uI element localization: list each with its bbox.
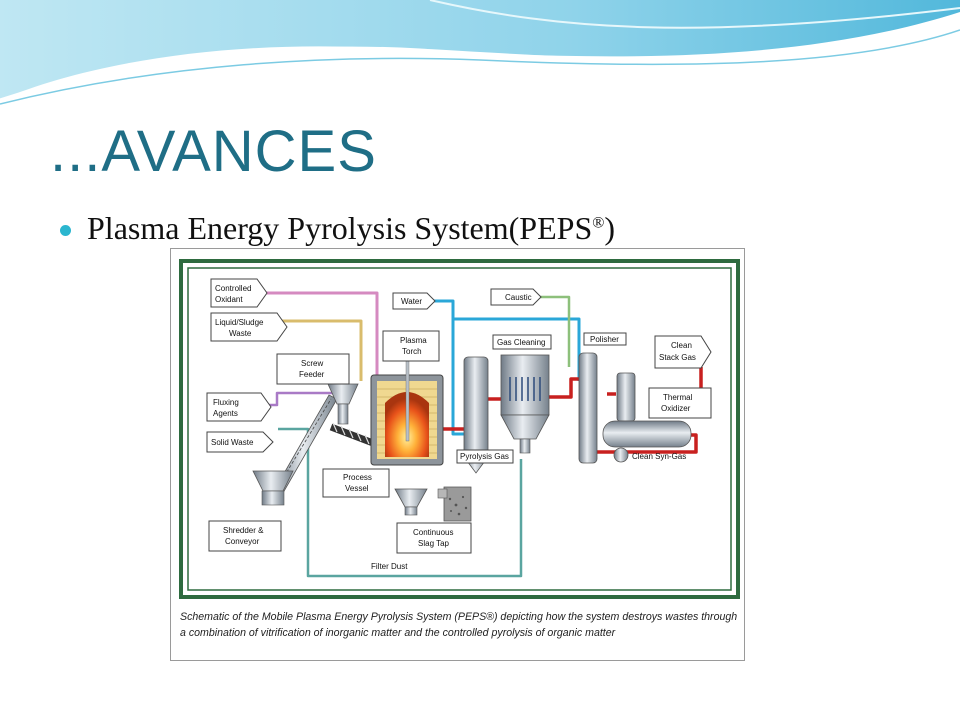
svg-text:Feeder: Feeder [299, 370, 325, 379]
pipe-syngas-3 [549, 377, 581, 399]
svg-text:Shredder &: Shredder & [223, 526, 264, 535]
thermal-oxidizer-stack [616, 372, 636, 422]
label-polisher: Polisher [583, 332, 627, 346]
label-thermal-oxidizer: Thermal Oxidizer [648, 387, 712, 419]
svg-text:Screw: Screw [301, 359, 323, 368]
shredder-hopper [252, 470, 294, 492]
svg-text:Oxidant: Oxidant [215, 295, 243, 304]
bullet-text: Plasma Energy Pyrolysis System(PEPS®) [87, 210, 615, 247]
label-liquid-sludge-waste: Liquid/Sludge Waste [210, 312, 288, 342]
svg-text:Fluxing: Fluxing [213, 398, 239, 407]
svg-text:Stack Gas: Stack Gas [659, 353, 696, 362]
label-controlled-oxidant: Controlled Oxidant [210, 278, 268, 308]
bullet-close-text: ) [604, 210, 616, 246]
pipe-fluxing [269, 391, 334, 407]
svg-text:Slag Tap: Slag Tap [418, 539, 450, 548]
svg-text:Process: Process [343, 473, 372, 482]
svg-text:Agents: Agents [213, 409, 238, 418]
gas-cleaning-filters [509, 377, 541, 401]
label-gas-cleaning: Gas Cleaning [492, 334, 552, 350]
plasma-torch-rod [405, 352, 410, 442]
label-clean-syngas: Clean Syn-Gas [632, 452, 686, 461]
label-solid-waste: Solid Waste [206, 431, 274, 453]
registered-mark: ® [592, 214, 605, 232]
svg-text:Waste: Waste [229, 329, 252, 338]
label-screw-feeder: Screw Feeder [276, 353, 350, 385]
peps-schematic-diagram: Controlled Oxidant Liquid/Sludge Waste S… [179, 259, 740, 599]
bullet-item: Plasma Energy Pyrolysis System(PEPS®) [60, 210, 615, 247]
compressor [613, 447, 629, 463]
pipe-caustic [539, 295, 571, 367]
slide-title: ...AVANCES [50, 119, 377, 184]
label-caustic: Caustic [490, 288, 542, 306]
svg-text:Controlled: Controlled [215, 284, 251, 293]
frame-outer [179, 259, 740, 599]
svg-text:Oxidizer: Oxidizer [661, 404, 691, 413]
label-pyrolysis-gas: Pyrolysis Gas [456, 449, 514, 464]
pipe-water [433, 299, 464, 436]
svg-text:Liquid/Sludge: Liquid/Sludge [215, 318, 264, 327]
pipe-syngas-4 [597, 433, 698, 454]
svg-text:Solid Waste: Solid Waste [211, 438, 254, 447]
svg-text:Caustic: Caustic [505, 293, 532, 302]
label-continuous-slag-tap: Continuous Slag Tap [396, 522, 472, 554]
label-process-vessel: Process Vessel [322, 468, 390, 498]
gas-cleaning-unit [500, 354, 550, 416]
pipe-filter-dust [278, 427, 523, 578]
syngas-tank [602, 420, 692, 448]
label-plasma-torch: Plasma Torch [382, 330, 440, 362]
svg-text:Clean: Clean [671, 341, 692, 350]
screw-feeder-shaft [337, 403, 349, 425]
slag-granules [448, 495, 468, 516]
figure-caption: Schematic of the Mobile Plasma Energy Py… [180, 611, 738, 639]
svg-text:Vessel: Vessel [345, 484, 369, 493]
polisher-column [578, 352, 598, 464]
svg-text:Conveyor: Conveyor [225, 537, 260, 546]
svg-text:Polisher: Polisher [590, 335, 619, 344]
label-clean-stack-gas: Clean Stack Gas [654, 335, 712, 369]
svg-text:Plasma: Plasma [400, 336, 427, 345]
bullet-dot-icon [60, 225, 71, 236]
top-wave-decoration [0, 0, 960, 105]
bullet-main-text: Plasma Energy Pyrolysis System(PEPS [87, 210, 593, 246]
slag-bin [443, 486, 472, 522]
pyrolysis-column [463, 356, 489, 458]
svg-text:Torch: Torch [402, 347, 422, 356]
label-shredder-conveyor: Shredder & Conveyor [208, 520, 282, 552]
svg-text:Thermal: Thermal [663, 393, 693, 402]
svg-text:Continuous: Continuous [413, 528, 453, 537]
svg-text:Gas Cleaning: Gas Cleaning [497, 338, 545, 347]
peps-schematic-figure: Controlled Oxidant Liquid/Sludge Waste S… [170, 248, 745, 661]
shredder-base [261, 490, 285, 506]
label-water: Water [392, 292, 436, 310]
label-filter-dust: Filter Dust [371, 562, 408, 571]
pipe-liquid-waste [277, 319, 363, 381]
pipe-oxidant [257, 291, 379, 377]
frame-inner [187, 267, 732, 591]
slag-hopper [394, 488, 428, 508]
svg-text:Pyrolysis Gas: Pyrolysis Gas [460, 452, 509, 461]
svg-text:Water: Water [401, 297, 422, 306]
label-fluxing-agents: Fluxing Agents [206, 392, 272, 422]
